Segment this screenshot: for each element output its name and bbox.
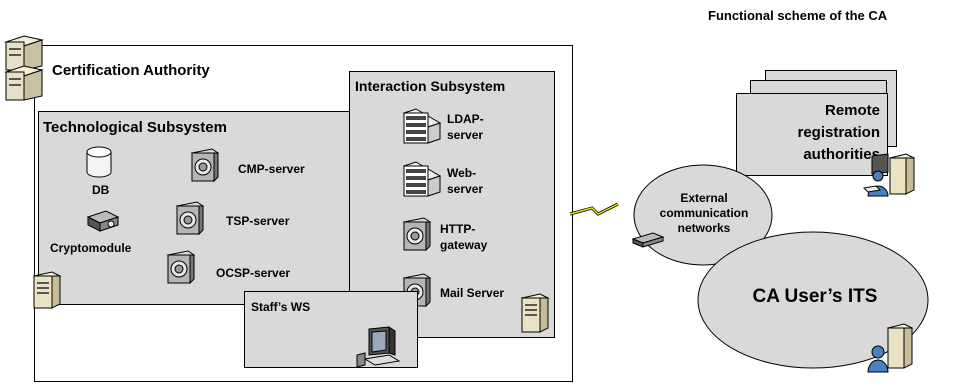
external-label-line-1: External xyxy=(680,191,728,205)
ca-users-its-ellipse xyxy=(697,231,929,369)
cryptomodule-label: Cryptomodule xyxy=(50,241,132,255)
db-label: DB xyxy=(92,183,110,197)
remote-label-line-2: registration xyxy=(797,124,880,141)
remote-user-icon xyxy=(862,153,916,197)
tsp-server-icon xyxy=(175,201,205,236)
cmp-server-icon xyxy=(190,148,220,183)
external-network-label: External communication networks xyxy=(654,191,754,236)
diagram-title: Functional scheme of the CA xyxy=(708,8,888,23)
ldap-server-icon xyxy=(402,108,442,144)
database-icon xyxy=(86,146,112,178)
remote-registration-box xyxy=(736,93,888,176)
modem-icon xyxy=(631,232,665,248)
http-label-1: HTTP- xyxy=(440,222,476,236)
staff-ws-label: Staff’s WS xyxy=(251,300,311,314)
user-workstation-icon xyxy=(867,323,914,373)
cryptomodule-icon xyxy=(86,210,120,232)
external-label-line-3: networks xyxy=(677,221,731,235)
workstation-icon xyxy=(356,326,401,368)
remote-registration-label: Remote registration authorities xyxy=(736,100,880,166)
ca-label: Certification Authority xyxy=(52,62,210,79)
tsp-server-label: TSP-server xyxy=(226,214,290,228)
ldap-label-1: LDAP- xyxy=(447,112,484,126)
ocsp-server-icon xyxy=(166,250,196,285)
remote-label-line-3: authorities xyxy=(803,146,880,163)
web-label-2: server xyxy=(447,182,484,196)
interaction-subsystem-label: Interaction Subsystem xyxy=(355,78,506,94)
wireless-link-icon xyxy=(569,202,619,216)
http-gateway-icon xyxy=(402,217,432,252)
external-label-line-2: communication xyxy=(659,206,749,220)
cmp-server-label: CMP-server xyxy=(238,162,305,176)
web-server-icon xyxy=(402,161,442,197)
server-rack-icon xyxy=(4,35,44,101)
tech-subsystem-label: Technological Subsystem xyxy=(43,119,227,136)
interaction-tower-server-icon xyxy=(520,293,550,333)
web-label-1: Web- xyxy=(447,166,477,180)
http-label-2: gateway xyxy=(440,238,488,252)
remote-label-line-1: Remote xyxy=(824,102,880,119)
tech-tower-server-icon xyxy=(32,271,62,309)
external-network-ellipse xyxy=(633,164,773,266)
ocsp-server-label: OCSP-server xyxy=(216,266,291,280)
ca-users-its-label: CA User’s ITS xyxy=(752,286,878,307)
ldap-label-2: server xyxy=(447,128,484,142)
mail-server-label: Mail Server xyxy=(440,286,505,300)
